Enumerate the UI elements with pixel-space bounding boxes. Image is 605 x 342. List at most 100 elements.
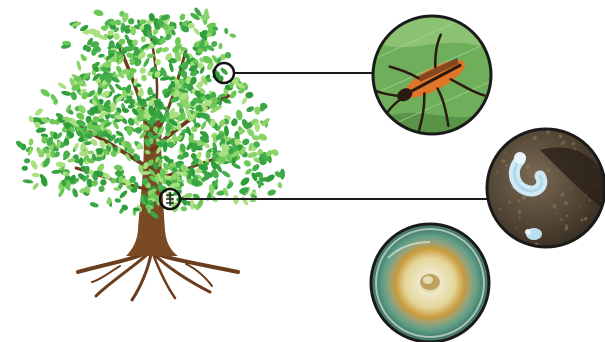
soil-speck <box>552 204 556 208</box>
leaf <box>230 117 239 127</box>
soil-speck <box>570 188 571 189</box>
soil-speck <box>564 201 568 205</box>
leaf <box>70 91 78 101</box>
soil-speck <box>566 215 569 218</box>
soil-speck <box>516 227 517 228</box>
leaf <box>113 33 120 41</box>
leaf <box>139 66 147 74</box>
leaf <box>142 57 150 68</box>
soil-speck <box>580 218 583 221</box>
soil-speck <box>496 171 498 173</box>
leaf <box>161 46 170 53</box>
soil-speck <box>593 236 597 240</box>
soil-speck <box>562 205 563 206</box>
leaf <box>141 74 147 81</box>
soil-speck <box>556 212 558 214</box>
leaf <box>114 164 123 171</box>
soil-speck <box>518 210 521 213</box>
leaf <box>28 138 34 146</box>
leaf <box>224 28 229 35</box>
leaf <box>128 18 135 25</box>
leaf <box>32 172 41 177</box>
soil-speck <box>519 217 521 219</box>
leaf <box>114 198 121 204</box>
leaf <box>93 9 104 18</box>
leaf <box>243 159 252 168</box>
soil-speck <box>523 143 525 145</box>
soil-speck <box>502 160 505 163</box>
soil-speck <box>499 230 501 232</box>
soil-speck <box>526 165 530 169</box>
leaf <box>71 188 79 199</box>
soil-speck <box>580 206 581 207</box>
leaf <box>34 107 44 117</box>
leaf <box>118 189 128 199</box>
fungal-culture-petri-dish-icon <box>368 222 492 342</box>
leaf <box>229 89 238 99</box>
soil-speck <box>584 217 587 220</box>
soil-speck <box>572 142 575 145</box>
soil-speck <box>522 196 526 200</box>
leaf <box>168 62 174 73</box>
leaf <box>22 179 33 184</box>
leaf <box>221 169 232 178</box>
leaf <box>239 176 251 188</box>
leaf <box>140 36 146 43</box>
leaf <box>267 188 277 197</box>
soil-speck <box>593 228 597 232</box>
soil-speck <box>588 199 590 201</box>
leaf <box>219 67 229 76</box>
soil-speck <box>533 136 537 140</box>
leaf <box>84 133 93 138</box>
soil-speck <box>563 141 566 144</box>
leaf <box>277 182 283 189</box>
soil-speck <box>556 221 557 222</box>
larva-grub-icon <box>485 127 605 251</box>
soil-speck <box>503 246 506 249</box>
leaf <box>180 206 187 212</box>
soil-speck <box>559 135 562 138</box>
soil-speck <box>565 227 569 231</box>
soil-speck <box>499 208 501 210</box>
soil-speck <box>505 164 508 167</box>
soil-speck <box>586 242 588 244</box>
tree-icon <box>15 6 285 300</box>
soil-speck <box>505 152 507 154</box>
leaf <box>114 83 123 92</box>
leaf <box>99 178 107 186</box>
soil-speck <box>572 130 574 132</box>
soil-speck <box>518 200 521 203</box>
leaf <box>29 159 39 171</box>
soil-speck <box>503 136 505 138</box>
leaf <box>147 54 155 58</box>
soil-speck <box>500 137 502 139</box>
leaf <box>57 81 67 90</box>
soil-speck <box>489 229 492 232</box>
soil-speck <box>561 219 563 221</box>
leaf <box>251 163 261 173</box>
leaf <box>218 43 223 50</box>
leaf <box>100 25 108 30</box>
insect-bug-icon <box>354 14 494 155</box>
leaf <box>39 87 51 98</box>
soil-speck <box>560 218 562 220</box>
leaf <box>89 201 99 208</box>
leaf <box>231 162 242 170</box>
leaf <box>21 166 28 171</box>
leaf <box>76 60 82 71</box>
leaf <box>179 13 187 22</box>
leaf <box>32 182 40 191</box>
soil-speck <box>602 153 604 155</box>
tree-roots <box>78 250 238 300</box>
leaf <box>79 157 84 166</box>
soil-speck <box>546 130 550 134</box>
leaf <box>24 158 30 163</box>
leaf <box>229 33 237 39</box>
leaf <box>200 120 208 130</box>
soil-speck <box>546 169 549 172</box>
leaf <box>97 184 106 193</box>
soil-speck <box>508 158 509 159</box>
leaf <box>241 196 250 207</box>
leaf <box>61 90 72 96</box>
